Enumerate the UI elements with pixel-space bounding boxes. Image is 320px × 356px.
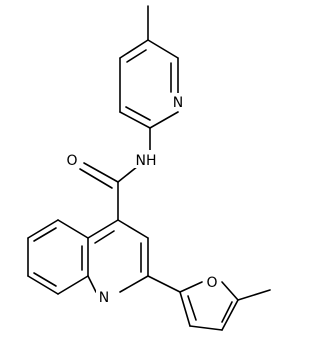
bond-line <box>237 289 271 301</box>
chemical-structure-diagram: N NH O N O <box>27 5 271 331</box>
bond-line <box>57 275 89 295</box>
n-pyridine-bg <box>170 93 186 111</box>
bond-line <box>117 219 149 239</box>
bond-line <box>179 281 203 293</box>
bond-line <box>221 301 233 323</box>
bond-line <box>57 219 89 239</box>
bond-line <box>87 219 119 239</box>
bond-line <box>189 325 223 331</box>
atom-label-o-carbonyl: O <box>66 153 77 169</box>
o-furan-bg <box>204 272 220 290</box>
bond-line <box>87 275 97 293</box>
bond-line <box>27 219 59 239</box>
bond-line <box>147 275 181 293</box>
structure-canvas: N NH O N O <box>27 5 271 331</box>
n-quinoline-bg <box>96 288 112 306</box>
bond-line <box>33 272 57 287</box>
bond-line <box>119 111 151 129</box>
o-carbonyl-bg <box>64 150 80 168</box>
bond-line <box>27 275 59 295</box>
bond-line <box>221 281 239 301</box>
bond-line <box>221 299 239 331</box>
atom-labels-group: N NH O N O <box>64 93 220 306</box>
bond-line <box>149 111 179 129</box>
bond-line <box>147 39 179 59</box>
bond-line <box>83 162 119 183</box>
bonds-group <box>27 5 271 331</box>
bond-line <box>94 230 115 244</box>
atom-label-n-pyridine: N <box>173 95 183 111</box>
atom-label-nh-amide: NH <box>136 153 157 169</box>
bond-line <box>126 49 147 63</box>
bond-line <box>117 165 139 183</box>
atom-label-o-furan: O <box>206 275 217 291</box>
nh-amide-bg <box>134 150 160 168</box>
bond-line <box>79 168 113 189</box>
bond-line <box>119 275 149 293</box>
bond-line <box>119 39 149 59</box>
bond-line <box>33 227 57 242</box>
bond-line <box>125 106 151 121</box>
atom-label-n-quinoline: N <box>99 290 109 306</box>
bond-line <box>179 291 191 327</box>
bond-line <box>187 295 197 321</box>
